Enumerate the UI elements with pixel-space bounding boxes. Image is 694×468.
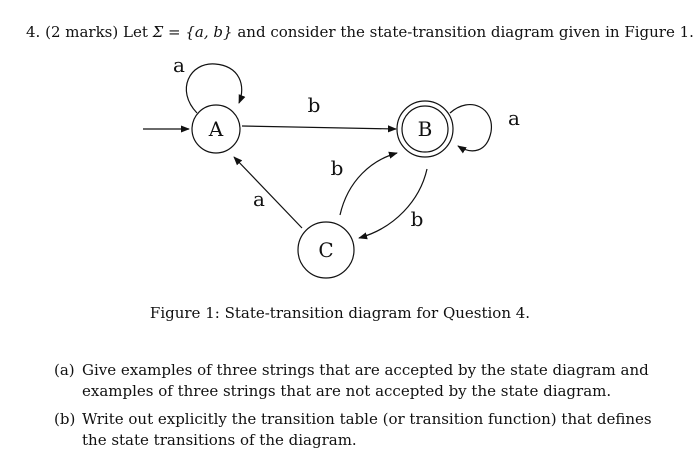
transition-b-to-c-label: b [411, 207, 424, 231]
part-b: (b) Write out explicitly the transition … [54, 409, 664, 451]
transition-b-to-c [358, 168, 428, 240]
part-a-text: Give examples of three strings that are … [82, 361, 649, 400]
transition-b-to-b-label: a [508, 106, 520, 130]
state-c-circle [297, 221, 355, 279]
state-a-circle [191, 104, 241, 154]
alphabet-definition: Σ = {a, b} [152, 23, 233, 41]
figure-caption: Figure 1: State-transition diagram for Q… [149, 304, 531, 322]
transition-a-to-a [185, 63, 246, 114]
state-transition-diagram: A B C a b a b b a [143, 53, 520, 279]
part-b-text: Write out explicitly the transition tabl… [82, 410, 652, 449]
state-c-label: C [318, 238, 333, 262]
transition-c-to-a [233, 156, 303, 229]
part-a: (a) Give examples of three strings that … [54, 360, 664, 402]
question-intro-after: and consider the state-transition diagra… [237, 23, 694, 41]
transition-a-to-b [241, 125, 397, 133]
question-header: 4. (2 marks) Let Σ = {a, b} and consider… [26, 22, 694, 42]
transition-c-to-b [339, 151, 398, 216]
transition-c-to-b-label: b [331, 156, 344, 180]
state-diagram-figure: A B C a b a b b a [0, 48, 680, 294]
part-a-marker: (a) [54, 361, 75, 379]
question-intro-before: Let [123, 23, 148, 41]
transition-a-to-a-label: a [173, 53, 185, 77]
state-b-outer-circle [396, 100, 454, 158]
question-marks: (2 marks) [45, 23, 119, 41]
state-b-inner-circle [401, 105, 449, 153]
transition-c-to-a-label: a [253, 187, 265, 211]
state-a-label: A [208, 117, 224, 141]
part-b-marker: (b) [54, 410, 76, 428]
question-parts: (a) Give examples of three strings that … [54, 360, 664, 458]
state-b-label: B [418, 117, 433, 141]
transition-b-to-b [449, 103, 492, 154]
question-number: 4. [26, 23, 41, 41]
transition-a-to-b-label: b [308, 93, 321, 117]
